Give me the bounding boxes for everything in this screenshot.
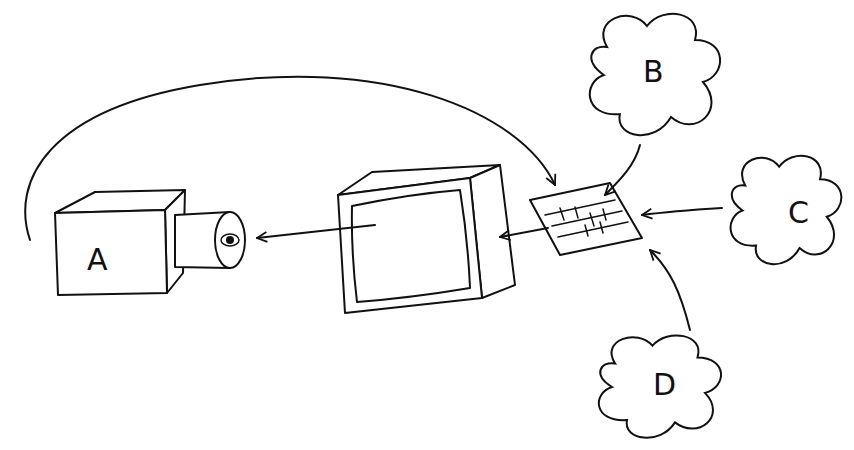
cloud-shape: B xyxy=(575,5,735,145)
node-outline xyxy=(718,148,854,273)
node-outline xyxy=(25,185,260,305)
signal-arrow xyxy=(500,228,548,237)
cloud-shape: D xyxy=(585,328,735,446)
node-label: A xyxy=(87,245,108,275)
node-label: B xyxy=(643,57,664,87)
input-arrow xyxy=(650,250,690,330)
view-arrow xyxy=(257,225,375,238)
cloud-outline xyxy=(731,156,842,264)
cloud-shape: C xyxy=(718,148,854,273)
monitor-front xyxy=(338,178,482,313)
camera-box: A xyxy=(25,185,260,305)
cloud-outline xyxy=(599,335,721,437)
node-label: C xyxy=(788,198,809,228)
monitor-screen xyxy=(352,190,470,302)
lens-rim xyxy=(215,212,245,268)
lens-eye xyxy=(221,234,239,246)
input-arrow xyxy=(642,208,722,215)
node-label: D xyxy=(653,370,676,400)
mixer-tracks xyxy=(545,200,628,237)
mixer-panel xyxy=(530,183,642,255)
lens-pupil xyxy=(227,237,233,243)
camera-front xyxy=(55,210,167,295)
cloud-outline xyxy=(590,14,720,135)
input-arrow xyxy=(605,145,640,195)
mixer-sliders xyxy=(560,207,606,236)
